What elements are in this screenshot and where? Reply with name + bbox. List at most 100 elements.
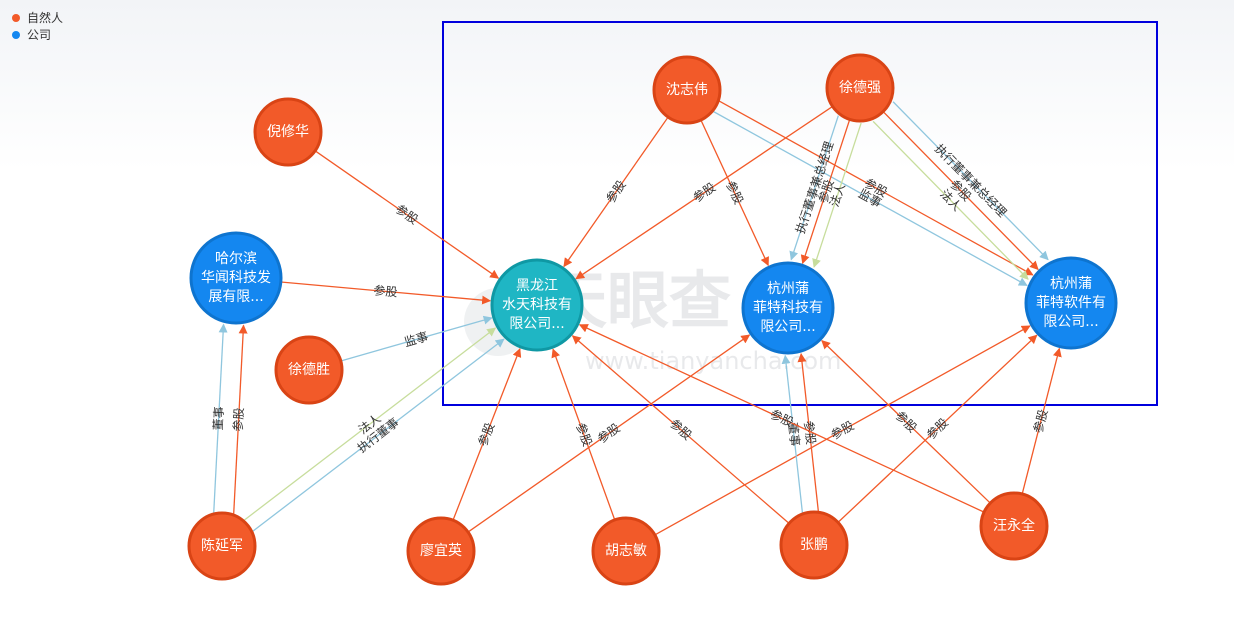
person-node-circle[interactable] [406, 516, 476, 586]
edge-label: 参股 [230, 407, 246, 432]
nodes-layer: 沈志伟徐德强倪修华徐德胜陈延军廖宜英胡志敏张鹏汪永全哈尔滨华闻科技发展有限...… [187, 53, 1118, 586]
edge-zhangpeng-hz_tech-position[interactable] [781, 354, 804, 514]
node-label: 菲特软件有 [1036, 295, 1106, 311]
legend-label-company: 公司 [27, 28, 52, 42]
node-label: 限公司... [760, 319, 815, 335]
edge-xudeqiang-hz_tech-share[interactable] [800, 119, 851, 265]
node-shenzhiwei[interactable]: 沈志伟 [652, 55, 722, 125]
highlight-box [442, 21, 1158, 406]
edge-label: 参股 [373, 282, 398, 299]
node-label: 陈延军 [201, 537, 243, 554]
node-label: 杭州蒲 [767, 281, 809, 297]
node-hz_soft[interactable]: 杭州蒲菲特软件有限公司... [1024, 256, 1118, 350]
edge-xudeqiang-heilongjiang-share[interactable] [575, 105, 833, 280]
node-nixiuhua[interactable]: 倪修华 [253, 97, 323, 167]
node-label: 张鹏 [800, 537, 828, 553]
edge-label: 董事 [786, 422, 803, 447]
person-node-circle[interactable] [187, 511, 257, 581]
node-label: 沈志伟 [666, 82, 708, 98]
legend-item-company[interactable]: 公司 [12, 26, 63, 43]
node-xudesheng[interactable]: 徐德胜 [274, 335, 344, 405]
person-node-circle[interactable] [979, 491, 1049, 561]
edge-xudesheng-heilongjiang-position[interactable] [340, 315, 493, 362]
node-huzhimin[interactable]: 胡志敏 [591, 516, 661, 586]
edge-label: 执行董事兼总经理 [932, 142, 1009, 220]
edge-xudeqiang-hz_soft-legal[interactable] [872, 120, 1029, 280]
node-heilongjiang[interactable]: 黑龙江水天科技有限公司... [490, 258, 584, 352]
edge-label: 参股 [475, 420, 498, 448]
edge-label: 参股 [690, 179, 718, 205]
edge-wangyongquan-heilongjiang-share[interactable] [578, 324, 985, 513]
person-node-circle[interactable] [652, 55, 722, 125]
edge-shenzhiwei-heilongjiang-share[interactable] [563, 116, 669, 268]
edge-huzhimin-heilongjiang-share[interactable] [551, 348, 616, 521]
edge-chenyanjun-heilongjiang-position[interactable] [252, 338, 505, 533]
node-label: 徐德强 [839, 80, 881, 96]
node-zhangpeng[interactable]: 张鹏 [779, 510, 849, 580]
edge-xudeqiang-hz_tech-legal[interactable] [812, 122, 862, 268]
node-wangyongquan[interactable]: 汪永全 [979, 491, 1049, 561]
node-harbin[interactable]: 哈尔滨华闻科技发展有限... [189, 231, 283, 325]
edge-chenyanjun-harbin-position[interactable] [213, 323, 228, 513]
edge-shenzhiwei-hz_soft-position[interactable] [712, 110, 1028, 287]
edge-label: 参股 [393, 201, 421, 227]
edge-shenzhiwei-hz_tech-share[interactable] [700, 119, 769, 267]
edge-zhangpeng-hz_tech-share[interactable] [797, 352, 819, 512]
edge-zhangpeng-hz_soft-share[interactable] [837, 334, 1038, 523]
edge-liaoyiying-heilongjiang-share[interactable] [452, 347, 522, 521]
person-node-circle[interactable] [274, 335, 344, 405]
edge-label: 监事 [403, 329, 430, 349]
edge-label: 参股 [801, 420, 819, 446]
node-label: 汪永全 [993, 517, 1035, 534]
node-label: 杭州蒲 [1050, 276, 1092, 292]
edge-xudeqiang-hz_soft-position[interactable] [892, 101, 1049, 261]
person-node-circle[interactable] [253, 97, 323, 167]
legend-item-person[interactable]: 自然人 [12, 9, 63, 26]
node-xudeqiang[interactable]: 徐德强 [825, 53, 895, 123]
node-label: 限公司... [1043, 314, 1098, 330]
edge-zhangpeng-heilongjiang-share[interactable] [571, 335, 790, 524]
edge-label: 参股 [723, 178, 747, 206]
person-node-circle[interactable] [779, 510, 849, 580]
edge-shenzhiwei-hz_soft-share[interactable] [718, 100, 1034, 276]
node-label: 水天科技有 [502, 297, 572, 313]
edge-liaoyiying-hz_tech-share[interactable] [467, 334, 751, 533]
edge-label: 参股 [594, 420, 622, 446]
node-label: 倪修华 [267, 124, 309, 140]
person-legend-dot-icon [12, 13, 20, 22]
company-legend-dot-icon [12, 30, 20, 39]
company-node-circle[interactable] [490, 258, 584, 352]
legend: 自然人 公司 [12, 9, 63, 43]
edge-chenyanjun-heilongjiang-legal[interactable] [243, 327, 497, 521]
edge-label: 参股 [828, 418, 856, 443]
edge-wangyongquan-hz_soft-share[interactable] [1021, 347, 1062, 495]
edge-huzhimin-hz_soft-share[interactable] [654, 325, 1031, 536]
company-node-circle[interactable] [1024, 256, 1118, 350]
company-node-circle[interactable] [189, 231, 283, 325]
company-node-circle[interactable] [741, 261, 835, 355]
edge-xudeqiang-hz_soft-share[interactable] [882, 111, 1039, 271]
edge-label: 董事 [211, 406, 226, 431]
node-label: 廖宜英 [420, 542, 462, 559]
edge-chenyanjun-harbin-share[interactable] [233, 324, 248, 514]
edge-nixiuhua-heilongjiang-share[interactable] [314, 150, 500, 279]
node-hz_tech[interactable]: 杭州蒲菲特科技有限公司... [741, 261, 835, 355]
edge-label: 参股 [815, 177, 837, 204]
edge-label: 参股 [573, 421, 595, 449]
person-node-circle[interactable] [591, 516, 661, 586]
node-label: 黑龙江 [516, 278, 558, 294]
node-label: 华闻科技发 [201, 270, 271, 286]
edge-wangyongquan-hz_tech-share[interactable] [821, 340, 991, 504]
edge-label: 参股 [603, 177, 629, 205]
edge-harbin-heilongjiang-share[interactable] [280, 281, 492, 305]
edge-xudeqiang-hz_tech-position[interactable] [789, 115, 839, 261]
node-label: 徐德胜 [288, 362, 330, 378]
node-liaoyiying[interactable]: 廖宜英 [406, 516, 476, 586]
node-label: 胡志敏 [605, 543, 647, 559]
node-label: 菲特科技有 [753, 300, 823, 316]
node-label: 展有限... [208, 289, 263, 305]
person-node-circle[interactable] [825, 53, 895, 123]
node-chenyanjun[interactable]: 陈延军 [187, 511, 257, 581]
